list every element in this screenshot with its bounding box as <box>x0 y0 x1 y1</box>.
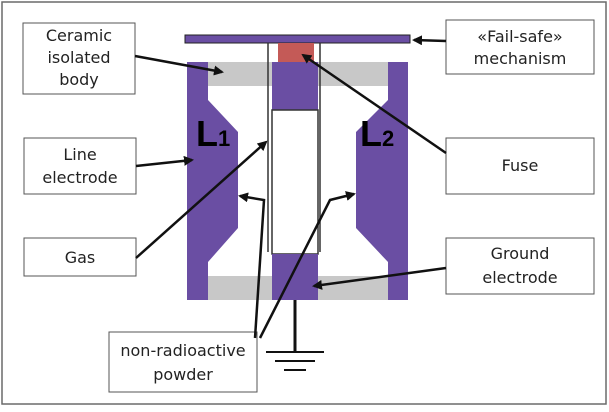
label-ceramic-isolated-body: Ceramic isolated body <box>22 22 136 95</box>
arrow-powder-right <box>258 191 356 339</box>
svg-text:Gas: Gas <box>65 248 96 267</box>
label-line-electrode: Line electrode <box>23 137 137 195</box>
arrow-ground-electrode <box>312 266 447 290</box>
svg-text:mechanism: mechanism <box>474 49 567 68</box>
ground-electrode-block <box>272 254 318 300</box>
arrow-fuse <box>301 53 447 155</box>
label-fuse: Fuse <box>445 137 595 195</box>
svg-text:Fuse: Fuse <box>502 156 539 175</box>
arrow-powder-left <box>238 192 266 339</box>
svg-text:Ceramic: Ceramic <box>46 26 112 45</box>
svg-text:body: body <box>59 70 99 89</box>
failsafe-bar <box>184 34 411 44</box>
l2-label: L2 <box>360 113 394 154</box>
arrow-line-electrode <box>135 155 194 168</box>
arrow-gas <box>135 140 268 259</box>
l1-label: L1 <box>196 113 230 154</box>
svg-text:Ground: Ground <box>491 244 550 263</box>
label-gas: Gas <box>23 237 137 277</box>
svg-text:«Fail-safe»: «Fail-safe» <box>477 27 562 46</box>
line-electrode-l1 <box>187 62 238 300</box>
svg-text:non-radioactive: non-radioactive <box>120 341 245 360</box>
svg-text:isolated: isolated <box>47 48 110 67</box>
center-electrode-top <box>272 62 318 110</box>
line-electrode-l2 <box>356 62 408 300</box>
svg-text:electrode: electrode <box>482 268 557 287</box>
label-failsafe-mechanism: «Fail-safe» mechanism <box>445 19 595 75</box>
svg-text:Line: Line <box>63 145 96 164</box>
gas-chamber <box>271 109 319 255</box>
svg-text:powder: powder <box>153 365 213 384</box>
label-ground-electrode: Ground electrode <box>445 237 595 295</box>
arrow-ceramic <box>134 54 224 76</box>
label-non-radioactive-powder: non-radioactive powder <box>108 331 258 393</box>
arrow-failsafe <box>412 35 447 46</box>
svg-text:electrode: electrode <box>42 168 117 187</box>
